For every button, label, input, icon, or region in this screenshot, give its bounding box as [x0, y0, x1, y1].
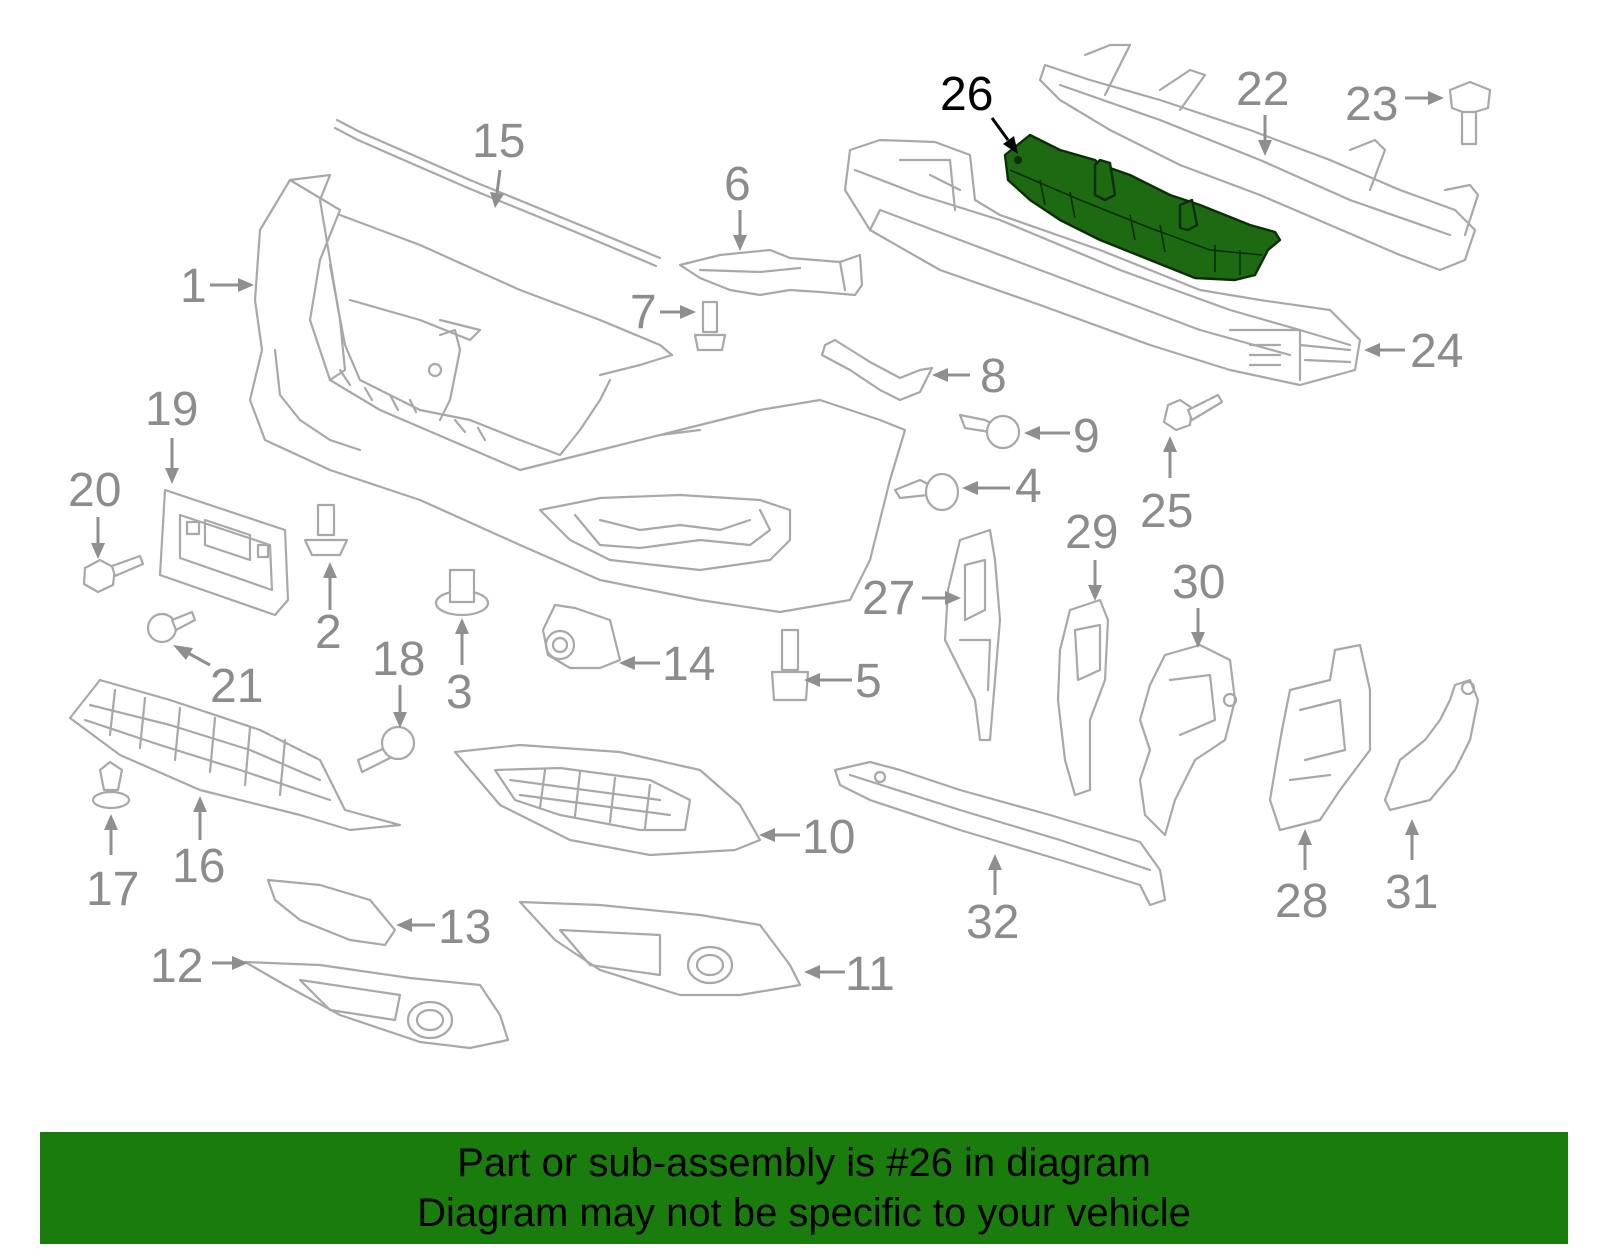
callout-13: 13	[438, 901, 491, 954]
callout-20: 20	[68, 464, 121, 517]
banner-line-part: Part or sub-assembly is #26 in diagram	[457, 1141, 1151, 1185]
part-25-bolt	[1162, 393, 1224, 432]
callout-9: 9	[1073, 410, 1100, 463]
callout-23: 23	[1345, 78, 1398, 131]
part-17-clip	[91, 760, 131, 810]
callout-8: 8	[980, 350, 1007, 403]
part-15-molding	[333, 118, 662, 268]
part-6-bracket	[678, 248, 864, 297]
part-22-upper-bar	[1038, 43, 1480, 272]
part-7-screw	[693, 300, 727, 352]
callout-16: 16	[172, 840, 225, 893]
part-27-side-bracket	[943, 528, 1002, 742]
callout-numbers: 1 2 3 4 5 6 7 8 9 10 11 12 13 14 15 16 1…	[68, 63, 1463, 1001]
part-11-fog-garnish	[518, 900, 802, 997]
callout-10: 10	[802, 811, 855, 864]
callout-29: 29	[1065, 506, 1118, 559]
part-29-side-bracket	[1056, 598, 1110, 797]
callout-26: 26	[940, 68, 993, 121]
callout-17: 17	[86, 863, 139, 916]
callout-19: 19	[145, 383, 198, 436]
part-19-plate-bracket	[158, 488, 290, 617]
part-3-retainer	[434, 568, 490, 617]
part-28-duct	[1268, 643, 1372, 832]
part-8-trim	[820, 338, 934, 402]
part-4-clip	[893, 472, 960, 512]
callout-24: 24	[1410, 325, 1463, 378]
callout-6: 6	[724, 158, 751, 211]
callout-28: 28	[1275, 875, 1328, 928]
part-14-sensor	[541, 603, 622, 670]
callout-3: 3	[446, 666, 473, 719]
part-32-lower-absorber	[833, 760, 1167, 907]
part-24-bumper-beam	[843, 138, 1362, 387]
callout-4: 4	[1015, 460, 1042, 513]
banner-line-disclaimer: Diagram may not be specific to your vehi…	[417, 1191, 1191, 1235]
part-31-lower-duct	[1383, 678, 1480, 812]
part-10-grille-center	[453, 743, 762, 857]
part-13-tow-cover	[266, 878, 397, 947]
part-16-lower-grille	[68, 678, 402, 832]
part-26-highlighted	[1003, 133, 1282, 282]
leader-lines	[91, 91, 1444, 979]
part-1-bumper-cover	[248, 173, 907, 614]
part-9-clip	[958, 413, 1021, 450]
part-12-fog-garnish	[243, 960, 510, 1050]
part-20-bolt	[82, 554, 145, 594]
callout-22: 22	[1236, 63, 1289, 116]
callout-7: 7	[630, 286, 657, 339]
callout-1: 1	[180, 260, 207, 313]
callout-25: 25	[1140, 485, 1193, 538]
part-2-clip	[303, 503, 349, 557]
part-23-bolt	[1448, 80, 1492, 146]
part-18-screw	[356, 725, 416, 774]
callout-31: 31	[1385, 866, 1438, 919]
callout-14: 14	[662, 638, 715, 691]
callout-2: 2	[315, 606, 342, 659]
part-30-duct	[1138, 643, 1238, 837]
part-5-bolt	[770, 628, 810, 702]
callout-27: 27	[862, 572, 915, 625]
callout-15: 15	[472, 115, 525, 168]
part-21-screw	[146, 610, 197, 644]
info-banner: Part or sub-assembly is #26 in diagram D…	[40, 1132, 1568, 1244]
callout-21: 21	[210, 660, 263, 713]
callout-11: 11	[845, 948, 895, 1001]
callout-5: 5	[855, 655, 882, 708]
callout-12: 12	[150, 940, 203, 993]
callout-32: 32	[966, 896, 1019, 949]
callout-30: 30	[1172, 556, 1225, 609]
callout-18: 18	[372, 633, 425, 686]
